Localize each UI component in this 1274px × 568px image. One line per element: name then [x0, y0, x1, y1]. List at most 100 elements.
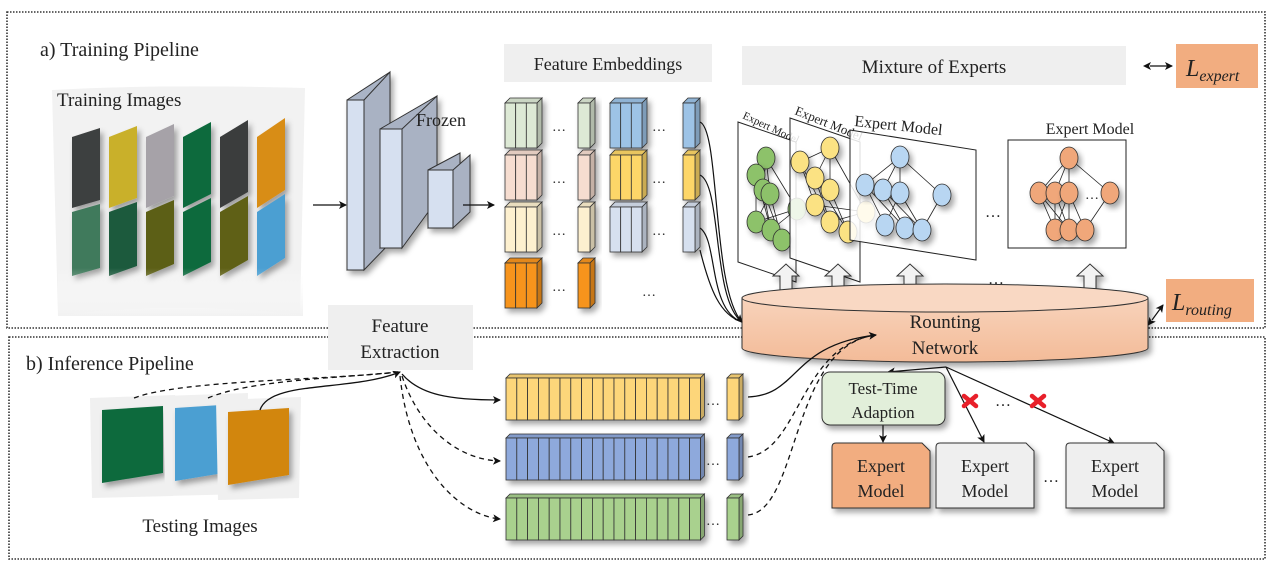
images-to-extraction-curves [133, 370, 401, 411]
reject-icon [961, 393, 979, 409]
ellipsis: … [642, 285, 656, 300]
embedding-block [577, 201, 596, 253]
embedding-block [577, 257, 596, 309]
embedding-block [577, 97, 596, 149]
ellipsis: … [706, 514, 720, 529]
ellipsis: … [552, 280, 566, 295]
embedding-block [609, 97, 648, 149]
training-image-tile [72, 204, 100, 276]
inference-experts-ellipsis: … [1043, 469, 1059, 486]
frozen-backbone [346, 70, 471, 272]
training-section-label: a) Training Pipeline [40, 39, 199, 61]
up-arrow-icon [1075, 263, 1105, 291]
feature-embeddings-header [504, 44, 712, 82]
expert-label-line2: Model [1092, 481, 1139, 501]
features-to-routing-curves [747, 331, 877, 516]
training-image-tile [146, 124, 174, 208]
embedding-to-routing-curves [699, 121, 743, 323]
feature-vector-row [505, 433, 706, 481]
loss-expert-box [1176, 44, 1258, 88]
training-image-tile [183, 198, 211, 276]
embedding-block [682, 149, 701, 201]
moe-label: Mixture of Experts [862, 57, 1007, 78]
inference-pipeline-frame [8, 336, 1266, 560]
ellipsis: … [652, 224, 666, 239]
training-image-tile [220, 120, 248, 208]
routing-network-label-line2: Network [912, 338, 979, 359]
extraction-to-features-curves [399, 373, 501, 523]
testing-image [228, 408, 289, 485]
embedding-block [577, 149, 596, 201]
embedding-block [504, 149, 543, 201]
training-image-tile [220, 196, 248, 276]
expert-label-line1: Expert [857, 456, 905, 476]
embedding-block [682, 97, 701, 149]
expert-label-line1: Expert [961, 456, 1009, 476]
embedding-block [609, 149, 648, 201]
feature-vector-tail [726, 433, 744, 481]
feature-embedding-grid: … … … … … … … … [504, 97, 701, 309]
training-image-tile [109, 202, 137, 276]
reject-ellipsis: … [995, 393, 1011, 410]
up-arrow-icon [771, 263, 801, 291]
inference-section-label: b) Inference Pipeline [26, 353, 194, 375]
ellipsis: … [985, 204, 1001, 221]
expert-model-label: Expert Model [1046, 121, 1135, 138]
test-time-adaption-box [821, 371, 946, 426]
expert-model-network: Expert Model … [1007, 121, 1135, 249]
ellipsis: … [552, 120, 566, 135]
training-image-tile [257, 118, 285, 208]
frozen-label: Frozen [416, 110, 466, 130]
feature-embeddings-label: Feature Embeddings [534, 54, 682, 74]
training-image-tile [183, 122, 211, 208]
expert-model-network: Expert Model [849, 113, 977, 261]
embedding-block [609, 201, 648, 253]
ellipsis: … [652, 120, 666, 135]
inference-feature-rows: … … … [505, 373, 744, 541]
feature-vector-tail [726, 373, 744, 421]
ellipsis: … [552, 224, 566, 239]
loss-routing-label: Lrouting [1171, 290, 1232, 319]
ellipsis: … [652, 172, 666, 187]
training-image-tile [72, 128, 100, 208]
loss-routing-box [1166, 279, 1254, 322]
feature-vector-row [505, 373, 706, 421]
training-image-tile [109, 126, 137, 208]
routing-to-expert-arrows [771, 263, 1105, 291]
feature-vector-tail [726, 493, 744, 541]
ellipsis: … [1085, 188, 1099, 203]
up-arrows-ellipsis: … [988, 271, 1004, 288]
routing-network-label-line1: Rounting [910, 312, 981, 333]
training-images-label: Training Images [57, 90, 181, 111]
ellipsis: … [706, 454, 720, 469]
testing-image [102, 406, 163, 483]
feature-extraction-line1: Feature [372, 316, 429, 337]
expert-label-line2: Model [858, 481, 905, 501]
expert-label-line1: Expert [1091, 456, 1139, 476]
loss-expert-label: Lexpert [1185, 56, 1240, 85]
training-images-panel: Training Images [52, 86, 305, 317]
tta-line1: Test-Time [848, 379, 917, 398]
routing-loss-arrow [1147, 304, 1164, 326]
embedding-block [504, 201, 543, 253]
ellipsis: … [706, 394, 720, 409]
expert-label-line2: Model [962, 481, 1009, 501]
feature-extraction-box [328, 305, 473, 370]
tta-line2: Adaption [851, 403, 915, 422]
training-image-tile [257, 194, 285, 276]
ellipsis: … [552, 172, 566, 187]
testing-images-label: Testing Images [142, 516, 257, 537]
embedding-block [682, 201, 701, 253]
reject-icon [1029, 393, 1047, 409]
feature-extraction-line2: Extraction [360, 342, 440, 363]
embedding-block [504, 257, 543, 309]
training-image-tile [146, 200, 174, 276]
embedding-block [504, 97, 543, 149]
moe-header [742, 46, 1126, 85]
